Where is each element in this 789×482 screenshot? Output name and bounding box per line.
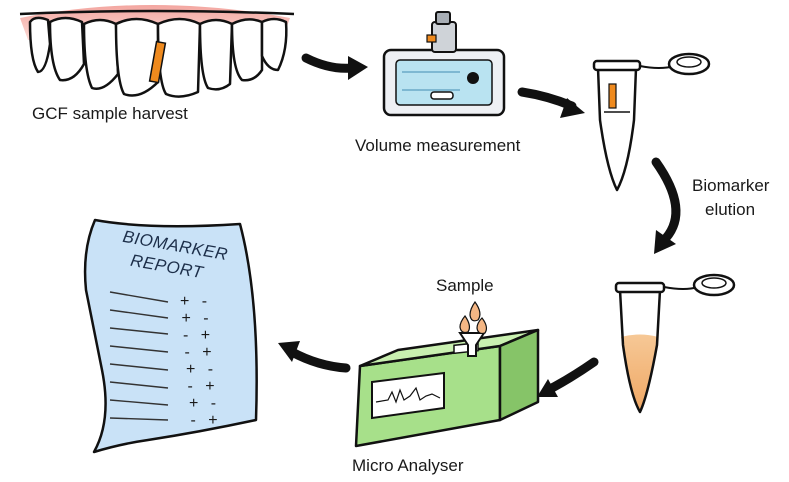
periotron-device [382, 11, 506, 117]
paper-strip [608, 83, 617, 109]
report-sign: + - [180, 293, 212, 310]
eppendorf-tube-with-eluate [614, 273, 736, 414]
tooth [114, 17, 160, 97]
display-window [430, 91, 454, 100]
sample-drop [476, 317, 488, 335]
tooth [28, 16, 52, 74]
teeth-illustration [19, 5, 295, 98]
sample-drop [459, 315, 471, 334]
arrow-harvest-to-volume [301, 53, 357, 73]
arrow-tube-to-analyser [547, 357, 599, 393]
report-sign: + - [186, 361, 218, 378]
volume-label: Volume measurement [355, 136, 521, 155]
biomarker-report [83, 218, 258, 454]
arrow-volume-to-tube [517, 87, 577, 111]
tooth [260, 17, 288, 72]
tooth [230, 18, 264, 82]
tooth [82, 18, 120, 90]
eppendorf-tube-with-strip [592, 52, 711, 192]
report-sign: - + [183, 327, 215, 344]
analyser-screen [371, 371, 445, 420]
paper-strip [148, 40, 167, 84]
analyser-label: Micro Analyser [352, 456, 464, 475]
tooth [198, 18, 234, 91]
elution-label-line2: elution [705, 200, 756, 219]
report-sign: - + [184, 344, 216, 361]
elution-label-line1: Biomarker [692, 176, 770, 195]
report-sign: - + [187, 378, 219, 395]
harvest-label: GCF sample harvest [32, 104, 188, 123]
report-sign: + - [189, 395, 221, 412]
arrow-analyser-to-report [287, 347, 351, 373]
arrow-heads [278, 56, 676, 397]
arrow-elution [651, 157, 681, 243]
tooth [156, 17, 202, 98]
tooth [48, 16, 86, 82]
knob [467, 72, 479, 84]
sample-label: Sample [436, 276, 494, 295]
micro-analyser [354, 300, 540, 448]
sample-drop [469, 300, 481, 322]
report-sign: + - [181, 310, 213, 327]
report-sign: - + [190, 412, 222, 429]
